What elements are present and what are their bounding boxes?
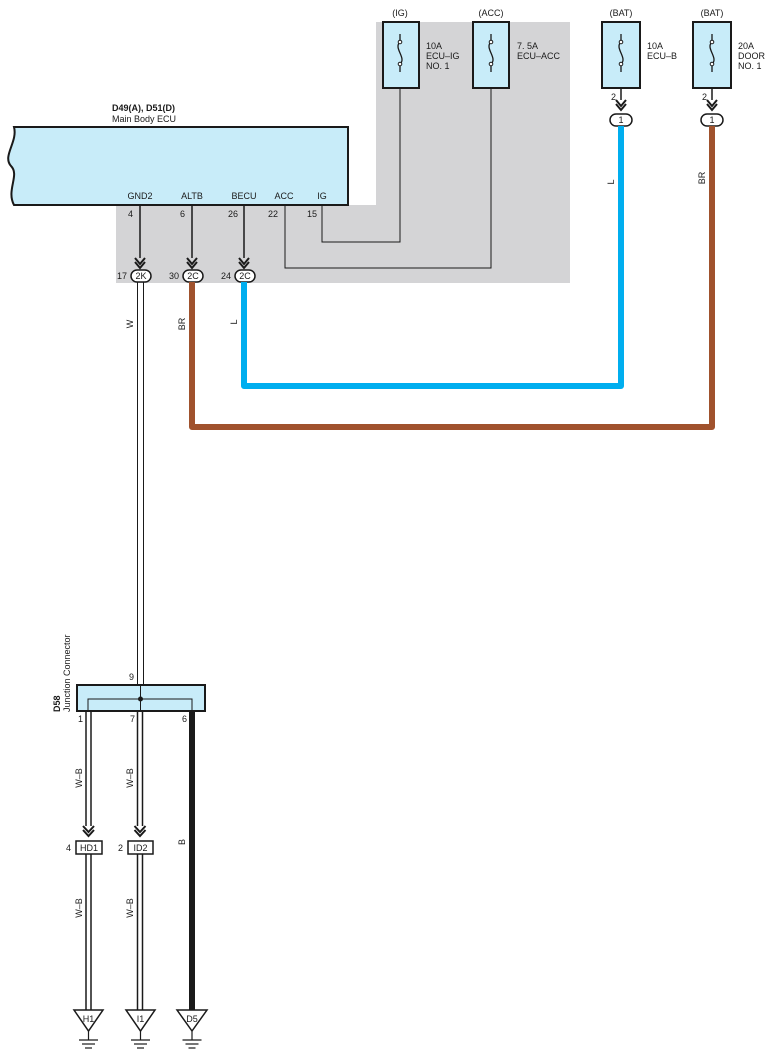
- connector-hd1: 4 HD1: [66, 840, 103, 855]
- fuse-ecu-acc-rating: 7. 5A: [517, 41, 538, 51]
- ground-i1: I1: [124, 1009, 157, 1049]
- fuse-door-name: DOOR: [738, 51, 766, 61]
- fuse-door: (BAT) 20A DOOR NO. 1 2 1: [692, 8, 766, 127]
- wire-label-id2: W–B: [125, 898, 135, 918]
- wire-hd1-white-black: [85, 854, 92, 1010]
- wire-label-becu: L: [229, 319, 239, 324]
- fuse-door-rating: 20A: [738, 41, 754, 51]
- ground-d5-label: D5: [186, 1014, 198, 1024]
- junction-name: Junction Connector: [62, 634, 72, 712]
- connector-2k-label: 2K: [135, 271, 146, 281]
- wire-label-hd1: W–B: [74, 898, 84, 918]
- ground-d5: D5: [175, 1009, 209, 1049]
- connector-id2-label: ID2: [133, 843, 147, 853]
- terminal-becu: BECU: [231, 191, 256, 201]
- fuse-ecu-ig-name-2: NO. 1: [426, 61, 450, 71]
- fuse-door-source: (BAT): [701, 8, 724, 18]
- fuse-door-name-2: NO. 1: [738, 61, 762, 71]
- wire-ecub-light-blue: [241, 126, 624, 389]
- connector-hd1-label: HD1: [80, 843, 98, 853]
- wire-gnd2-white: [137, 282, 144, 685]
- wire-door-brown: [189, 126, 715, 430]
- wire-jc-out1-white-black: [82, 711, 95, 838]
- connector-2c-becu: 24 2C: [221, 269, 256, 283]
- wire-acc-feed: [284, 88, 492, 269]
- fuse-ecu-b-name: ECU–B: [647, 51, 677, 61]
- connector-2k: 17 2K: [117, 269, 152, 283]
- fuse-ecu-b: (BAT) 10A ECU–B 2 1: [601, 8, 677, 127]
- junction-pin-out-1: 1: [78, 714, 83, 724]
- ecu-codes: D49(A), D51(D): [112, 103, 175, 113]
- ground-h1: H1: [72, 1009, 105, 1049]
- fuse-ecu-b-rating: 10A: [647, 41, 663, 51]
- fuse-door-pin: 2: [702, 92, 707, 102]
- terminal-acc: ACC: [274, 191, 294, 201]
- wire-id2-white-black: [136, 854, 144, 1010]
- connector-2k-pin: 17: [117, 271, 127, 281]
- wire-label-jc-out6: B: [177, 839, 187, 845]
- pin-altb: 6: [180, 209, 185, 219]
- ground-i1-label: I1: [137, 1014, 145, 1024]
- connector-2c-altb-pin: 30: [169, 271, 179, 281]
- wire-label-door: BR: [697, 171, 707, 184]
- wire-label-ecub: L: [606, 179, 616, 184]
- terminal-ig: IG: [317, 191, 327, 201]
- junction-pin-in: 9: [129, 672, 134, 682]
- pin-gnd2: 4: [128, 209, 133, 219]
- fuse-door-connector: 1: [709, 115, 714, 125]
- connector-2c-altb: 30 2C: [169, 269, 204, 283]
- wire-label-gnd2: W: [125, 319, 135, 328]
- pin-ig: 15: [307, 209, 317, 219]
- wire-jc-out7-white-black: [133, 711, 147, 838]
- connector-hd1-pin: 4: [66, 843, 71, 853]
- fuse-ecu-ig-source: (IG): [392, 8, 408, 18]
- terminal-altb: ALTB: [181, 191, 203, 201]
- fuse-ecu-ig-rating: 10A: [426, 41, 442, 51]
- fuse-ecu-b-pin: 2: [611, 92, 616, 102]
- connector-2c-becu-pin: 24: [221, 271, 231, 281]
- pin-becu: 26: [228, 209, 238, 219]
- fuse-ecu-acc-source: (ACC): [479, 8, 504, 18]
- connector-2c-becu-label: 2C: [239, 271, 251, 281]
- ground-h1-label: H1: [83, 1014, 95, 1024]
- connector-2c-altb-label: 2C: [187, 271, 199, 281]
- fuse-ecu-acc-name: ECU–ACC: [517, 51, 561, 61]
- pin-acc: 22: [268, 209, 278, 219]
- junction-code: D58: [52, 695, 62, 712]
- fuse-ecu-ig: (IG) 10A ECU–IG NO. 1: [382, 8, 460, 89]
- fuse-ecu-b-connector: 1: [618, 115, 623, 125]
- wire-label-jc-out7: W–B: [125, 768, 135, 788]
- wire-label-jc-out1: W–B: [74, 768, 84, 788]
- connector-id2: 2 ID2: [118, 840, 154, 855]
- connector-id2-pin: 2: [118, 843, 123, 853]
- junction-pin-out-7: 7: [130, 714, 135, 724]
- ecu-name: Main Body ECU: [112, 114, 176, 124]
- fuse-ecu-b-source: (BAT): [610, 8, 633, 18]
- wire-ig-feed: [321, 88, 401, 243]
- ecu-terminal-panel: [116, 22, 570, 283]
- junction-connector-d58: 9 D58 Junction Connector 1 7 6: [52, 634, 206, 724]
- wire-label-altb: BR: [177, 317, 187, 330]
- main-body-ecu: D49(A), D51(D) Main Body ECU GND2 ALTB B…: [7, 103, 349, 206]
- terminal-gnd2: GND2: [127, 191, 152, 201]
- junction-pin-out-6: 6: [182, 714, 187, 724]
- fuse-ecu-ig-name: ECU–IG: [426, 51, 460, 61]
